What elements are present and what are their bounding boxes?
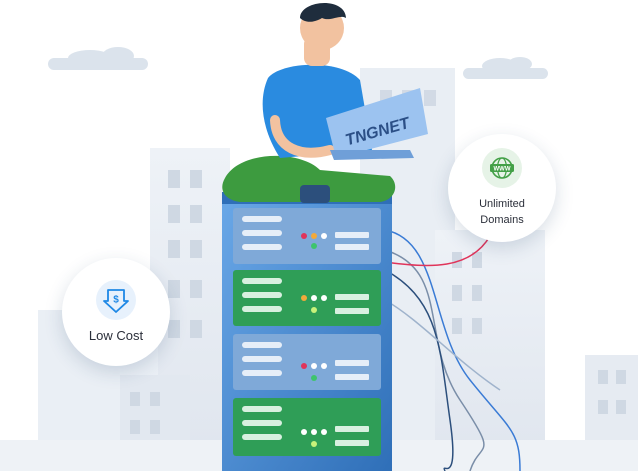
unlimited-domains-label: Unlimited Domains: [462, 196, 542, 228]
server-unit-3: [233, 334, 381, 390]
www-globe-icon: WWW: [482, 148, 522, 188]
dollar-down-icon: $: [96, 280, 136, 320]
server-unit-4: [233, 398, 381, 456]
low-cost-badge: $ Low Cost: [62, 258, 170, 366]
unlimited-label-line1: Unlimited: [479, 198, 525, 210]
svg-text:WWW: WWW: [494, 166, 511, 172]
cloud-right: [463, 57, 548, 79]
low-cost-label: Low Cost: [88, 328, 144, 343]
laptop: TNGNET: [326, 88, 428, 160]
person-hair: [300, 2, 346, 22]
person-with-laptop: TNGNET: [222, 2, 428, 203]
unlimited-domains-badge: WWW Unlimited Domains: [448, 134, 556, 242]
server-unit-1: [233, 208, 381, 264]
person-legs: [222, 155, 396, 202]
server-unit-2: [233, 270, 381, 326]
cloud-left: [48, 47, 148, 70]
domains-label-line2: Domains: [480, 214, 524, 226]
svg-text:$: $: [113, 295, 119, 306]
network-cables: [384, 229, 521, 471]
person-arm: [270, 115, 335, 158]
person-shoe: [300, 185, 330, 203]
